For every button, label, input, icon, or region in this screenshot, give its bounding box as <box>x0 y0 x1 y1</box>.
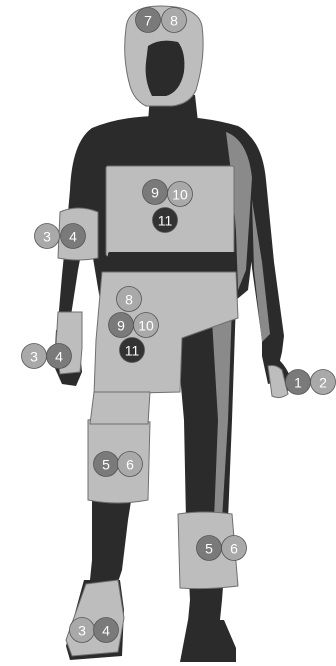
marker-label: 7 <box>144 13 152 29</box>
marker-label: 6 <box>230 541 238 557</box>
foot-marker-3: 3 <box>70 618 95 643</box>
pelvis-marker-9: 9 <box>109 313 134 338</box>
torso-marker-9: 9 <box>143 180 168 205</box>
knee-marker-6: 6 <box>118 452 143 477</box>
forearm-marker-3: 3 <box>22 344 47 369</box>
pelvis-marker-8: 8 <box>117 287 142 312</box>
hand-marker-2: 2 <box>311 370 336 395</box>
marker-label: 8 <box>125 292 133 308</box>
sensor-patches <box>56 6 288 656</box>
torso-marker-11: 11 <box>153 208 178 233</box>
head-marker-8: 8 <box>162 8 187 33</box>
torso-marker-10: 10 <box>168 182 193 207</box>
marker-label: 2 <box>319 375 327 391</box>
marker-label: 10 <box>172 187 188 203</box>
hand-marker-1: 1 <box>286 370 311 395</box>
marker-label: 9 <box>151 185 159 201</box>
marker-label: 3 <box>78 623 86 639</box>
marker-label: 4 <box>102 623 110 639</box>
marker-label: 5 <box>102 457 110 473</box>
pelvis-marker-11: 11 <box>120 338 145 363</box>
pelvis-marker-10: 10 <box>134 313 159 338</box>
head-marker-7: 7 <box>136 8 161 33</box>
marker-label: 9 <box>117 318 125 334</box>
marker-label: 4 <box>69 229 77 245</box>
marker-label: 11 <box>125 343 140 359</box>
thigh-patch <box>90 392 150 424</box>
belt <box>108 252 236 272</box>
upper-arm-marker-3: 3 <box>35 224 60 249</box>
marker-label: 3 <box>43 229 51 245</box>
forearm-markers: 34 <box>22 344 72 369</box>
shin-marker-6: 6 <box>222 536 247 561</box>
marker-label: 6 <box>126 457 134 473</box>
marker-label: 4 <box>55 349 63 365</box>
marker-label: 10 <box>138 318 154 334</box>
foot-marker-4: 4 <box>94 618 119 643</box>
marker-label: 3 <box>30 349 38 365</box>
shin-marker-5: 5 <box>197 536 222 561</box>
knee-marker-5: 5 <box>94 452 119 477</box>
forearm-marker-4: 4 <box>47 344 72 369</box>
hand-markers: 12 <box>286 370 336 395</box>
right-foot <box>180 620 236 662</box>
marker-label: 5 <box>205 541 213 557</box>
marker-label: 11 <box>158 213 173 229</box>
foot-patch <box>66 580 124 656</box>
upper-arm-marker-4: 4 <box>61 224 86 249</box>
marker-label: 8 <box>170 13 178 29</box>
marker-label: 1 <box>294 375 302 391</box>
